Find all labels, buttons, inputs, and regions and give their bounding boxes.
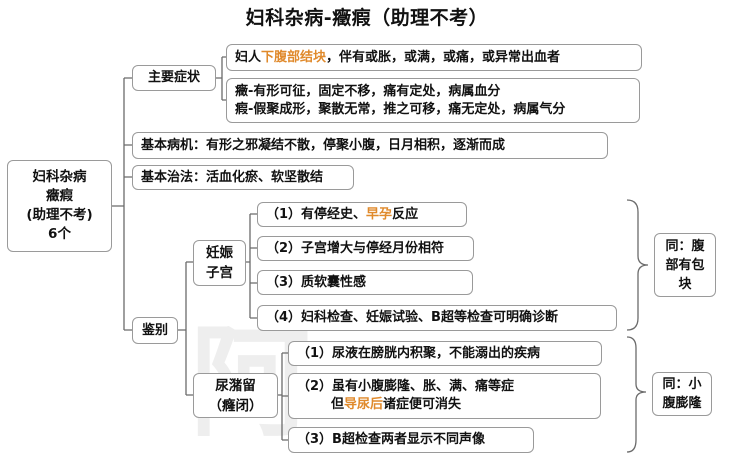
pregnancy-item-1-pre: （1）有停经史、 <box>266 206 367 222</box>
pregnancy-item-2: （2）子宫增大与停经月份相符 <box>257 236 474 261</box>
treatment-node: 基本治法：活血化瘀、软坚散结 <box>132 165 354 190</box>
pathogenesis-node: 基本病机：有形之邪凝结不散，停聚小腹，日月相积，逐渐而成 <box>132 132 608 159</box>
pregnancy-label-line: 妊娠 <box>206 245 233 261</box>
urinary-item-2-pre: 但 <box>331 397 345 412</box>
urinary-label-line: 尿潴留 <box>215 377 256 394</box>
main-symptoms-node: 主要症状 <box>132 65 216 91</box>
urinary-item-3: （3）B超检查两者显示不同声像 <box>288 427 534 453</box>
urinary-item-2: （2）虽有小腹膨隆、胀、满、痛等症 但导尿后诸症便可消失 <box>288 373 601 419</box>
root-line: (助理不考) <box>26 207 93 223</box>
urinary-retention-node: 尿潴留 （癃闭） <box>193 373 278 418</box>
root-line: 癥瘕 <box>46 188 73 204</box>
symptom-item-1-highlight: 下腹部结块 <box>261 49 327 65</box>
pregnancy-item-3: （3）质软囊性感 <box>257 270 473 295</box>
urinary-item-2-post: 诸症便可消失 <box>383 397 462 412</box>
pregnancy-note-line: 同：腹 <box>665 238 705 254</box>
pregnancy-item-1-highlight: 早孕 <box>366 206 393 222</box>
pregnancy-common-note: 同：腹 部有包 块 <box>654 233 716 297</box>
urinary-item-2-line1: （2）虽有小腹膨隆、胀、满、痛等症 <box>297 379 515 394</box>
page-title: 妇科杂病-癥瘕（助理不考） <box>245 7 489 29</box>
urinary-common-note: 同：小 腹膨隆 <box>652 372 712 416</box>
root-node: 妇科杂病 癥瘕 (助理不考) 6个 <box>7 160 112 252</box>
symptom-item-1-post: ，伴有或胀，或满，或痛，或异常出血者 <box>326 49 561 65</box>
symptom-item-2-line2: 瘕-假聚成形，聚散无常，推之可移，痛无定处，病属气分 <box>235 101 566 117</box>
urinary-note-line: 同：小 <box>662 377 702 392</box>
pregnancy-item-1: （1）有停经史、早孕反应 <box>257 202 467 227</box>
pregnancy-note-line: 部有包 <box>665 257 705 273</box>
urinary-item-2-highlight: 导尿后 <box>344 397 384 412</box>
pregnancy-item-1-post: 反应 <box>392 206 419 222</box>
pregnancy-note-line: 块 <box>678 276 692 292</box>
symptom-item-2: 癥-有形可征，固定不移，痛有定处，病属血分 瘕-假聚成形，聚散无常，推之可移，痛… <box>226 78 640 123</box>
symptom-item-2-line1: 癥-有形可征，固定不移，痛有定处，病属血分 <box>235 83 501 99</box>
symptom-item-1: 妇人下腹部结块，伴有或胀，或满，或痛，或异常出血者 <box>226 44 642 71</box>
symptom-item-1-pre: 妇人 <box>235 49 262 65</box>
root-line: 6个 <box>48 226 71 242</box>
pregnancy-label-line: 子宫 <box>206 265 233 281</box>
differentiation-node: 鉴别 <box>132 317 178 344</box>
urinary-note-line: 腹膨隆 <box>662 396 702 411</box>
urinary-item-1: （1）尿液在膀胱内积聚，不能溺出的疾病 <box>288 341 602 366</box>
root-line: 妇科杂病 <box>32 169 87 185</box>
pregnancy-node: 妊娠 子宫 <box>193 240 246 286</box>
pregnancy-item-4: （4）妇科检查、妊娠试验、B超等检查可明确诊断 <box>257 305 617 331</box>
urinary-label-line: （癃闭） <box>208 397 263 414</box>
